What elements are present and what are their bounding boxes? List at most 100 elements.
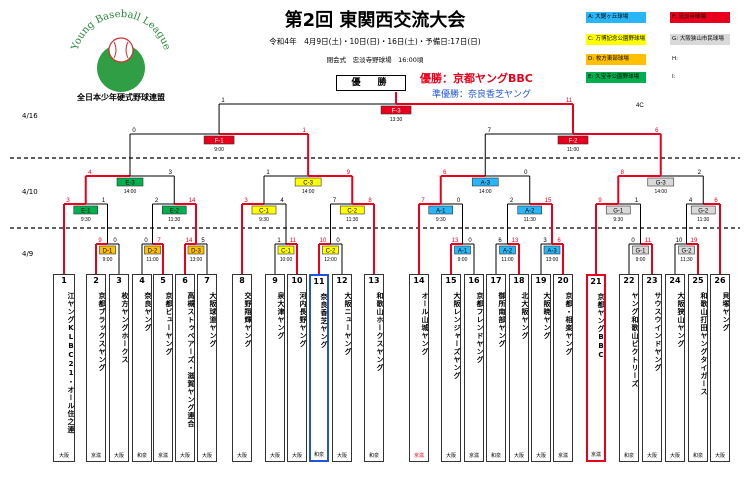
page-title: 第2回 東関西交流大会 [284, 10, 466, 31]
qf1-score-right: 3 [169, 170, 173, 176]
semi2-time: 11:00 [567, 147, 579, 153]
championship-label: 優 勝 [336, 75, 406, 91]
r2f-time: 11:30 [524, 217, 536, 223]
team-name: サウスウインドヤング [654, 292, 662, 372]
qf3-time: 14:00 [479, 189, 492, 195]
r1f-box [454, 245, 471, 255]
r1h-box [543, 245, 561, 255]
r2g-score-right: 1 [635, 198, 639, 204]
r1e-time: 12:00 [324, 257, 337, 263]
team-number: 2 [93, 276, 99, 285]
organization-name: 全日本少年硬式野球連盟 [77, 93, 165, 102]
team-number: 5 [160, 276, 166, 285]
r2g-time: 9:30 [613, 217, 623, 223]
r1b-box [144, 245, 161, 255]
r1b-time: 11:00 [146, 257, 158, 263]
team-number: 7 [204, 276, 210, 285]
r1j-box [678, 245, 695, 255]
qf4-id: G-3 [656, 181, 667, 187]
round-label-semis: 4/16 [22, 112, 38, 120]
r1j-id: G-2 [681, 249, 692, 255]
team-prefecture: 大阪 [201, 453, 212, 459]
r2h-score-left: 4 [689, 198, 693, 204]
team-number: 1 [61, 276, 67, 285]
team-name: 京都ヤングBBC [597, 293, 605, 360]
team-number: 8 [239, 276, 245, 285]
qf3-score-left: 6 [443, 170, 447, 176]
legend-item-d: D: 枚方東部球場 [586, 54, 646, 65]
team-prefecture: 京滋 [557, 453, 568, 459]
team-prefecture: 和泉 [623, 453, 634, 459]
semi2-box [557, 135, 589, 145]
team-prefecture: 大阪 [535, 453, 546, 459]
team-prefecture: 和泉 [313, 452, 324, 458]
team-number: 9 [272, 276, 278, 285]
team-name: 京都・相楽ヤング [565, 292, 573, 356]
r1d-score-right: 11 [290, 238, 297, 244]
r1c-box [187, 245, 205, 255]
qf1-id: E-3 [125, 181, 135, 187]
team-name: 高槻ストゥベアーズ・滋賀ヤング連合 [187, 292, 195, 428]
team-name: 枚方ヤングホークス [121, 292, 129, 364]
semi1-score-right: 1 [302, 128, 306, 134]
qf2-score-right: 9 [347, 170, 351, 176]
r1d-box [277, 245, 295, 255]
r1i-box [632, 245, 649, 255]
r2d-score-right: 8 [368, 198, 372, 204]
r1c-score-left: 14 [186, 238, 193, 244]
team-name: 京都ブラックスヤング [98, 292, 106, 372]
qf2-id: C-3 [303, 181, 313, 187]
team-name: 奈良ヤング [144, 292, 152, 332]
team-prefecture: 大阪 [336, 453, 347, 459]
qf3-id: A-3 [481, 181, 491, 187]
r1i-id: G-1 [635, 249, 646, 255]
r1a-id: D-1 [103, 249, 113, 255]
semi2-score-right: 6 [655, 128, 659, 134]
team-number: 13 [368, 276, 380, 285]
qf3-score-right: 0 [524, 170, 528, 176]
team-number: 15 [445, 276, 457, 285]
r1d-time: 10:00 [280, 257, 293, 263]
team-name: 御所南部ヤング [498, 292, 506, 348]
r1a-score-right: 0 [113, 238, 117, 244]
baseball-logo-icon: Young Baseball League [69, 9, 172, 92]
r1g-box [499, 245, 516, 255]
team-prefecture: 大阪 [714, 453, 725, 459]
top-score-label: 4C [636, 103, 644, 109]
r1a-time: 9:00 [103, 257, 113, 263]
team-name: 大阪暁ヤング [543, 292, 551, 340]
r2a-time: 9:30 [81, 217, 91, 223]
team-card-20: 20 京都・相楽ヤング京滋 [553, 274, 573, 462]
runner-up-text: 準優勝：奈良香芝ヤング [432, 90, 532, 100]
r2b-time: 11:30 [168, 217, 180, 223]
r1d-id: C-1 [281, 249, 291, 255]
r1c-id: D-3 [191, 249, 201, 255]
r2b-box [161, 205, 187, 215]
team-name: 江ヤングKLBC21・オール住之連 [67, 292, 75, 434]
team-prefecture: 和泉 [692, 453, 703, 459]
qf2-score-left: 1 [266, 170, 270, 176]
r1g-score-left: 6 [498, 238, 502, 244]
team-number: 22 [623, 276, 635, 285]
final-score-left: 1 [221, 98, 225, 104]
semi1-box [203, 135, 235, 145]
r2e-box [428, 205, 454, 215]
team-prefecture: 大阪 [58, 453, 69, 459]
semi2-score-left: 7 [488, 128, 492, 134]
legend-item-h: H: [672, 56, 678, 62]
team-number: 10 [291, 276, 303, 285]
team-number: 20 [557, 276, 569, 285]
